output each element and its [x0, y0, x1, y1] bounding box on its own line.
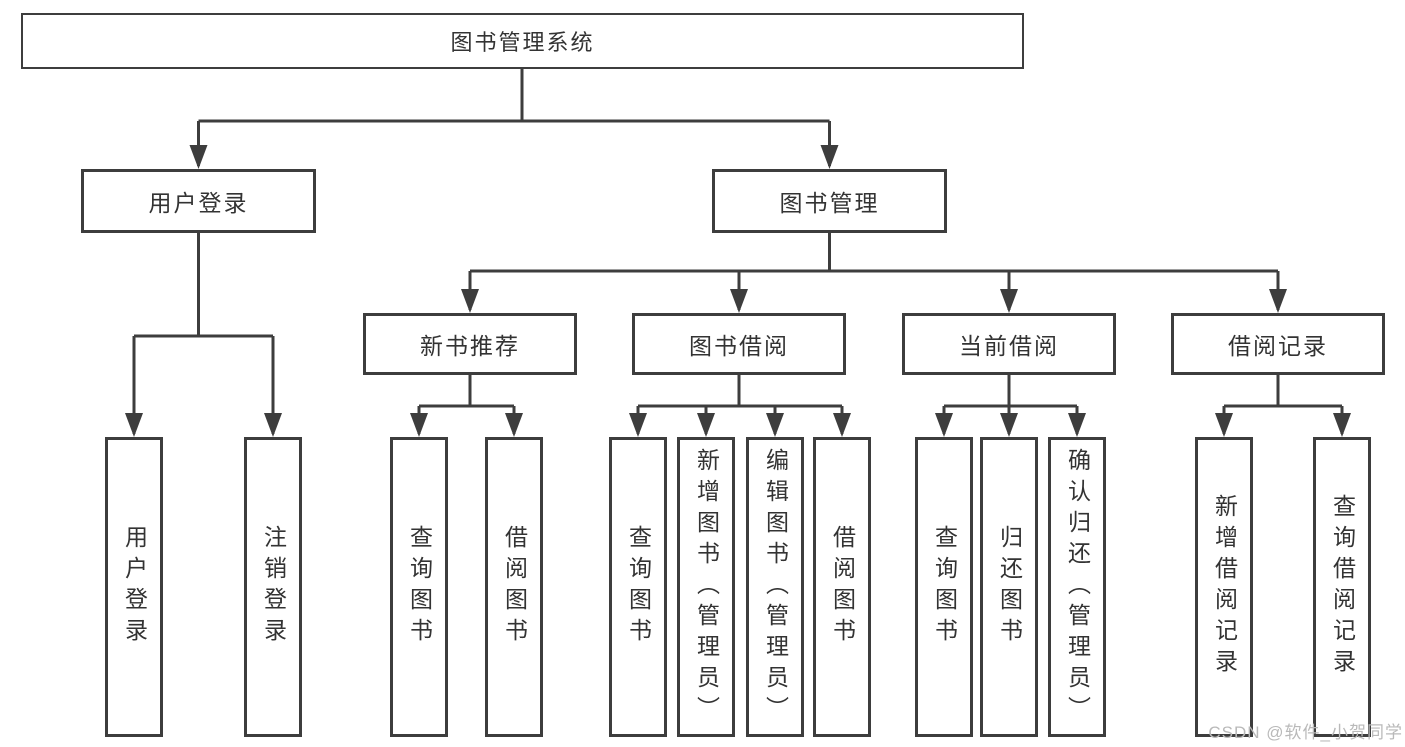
- node-label: 归还图书: [996, 525, 1023, 649]
- arrow-icon: [189, 145, 208, 169]
- node-label: 新书推荐: [420, 333, 520, 359]
- node-label: 图书管理: [779, 190, 880, 216]
- arrow-icon: [1333, 413, 1351, 437]
- node-label: 确认归还（管理员）: [1064, 447, 1091, 727]
- leaf-user-login: 用户登录: [105, 437, 163, 737]
- arrow-icon: [820, 145, 839, 169]
- node-label: 查询图书: [625, 525, 652, 649]
- node-user-login: 用户登录: [81, 169, 316, 233]
- arrow-icon: [833, 413, 851, 437]
- csdn-watermark: CSDN @软件_小贺同学: [1208, 723, 1403, 742]
- node-label: 用户登录: [148, 190, 249, 216]
- node-label: 用户登录: [121, 525, 148, 649]
- node-label: 新增图书（管理员）: [693, 447, 720, 727]
- leaf-logout: 注销登录: [244, 437, 302, 737]
- node-new-book-recommend: 新书推荐: [363, 313, 577, 375]
- arrowheads: [125, 145, 1351, 437]
- node-label: 借阅图书: [829, 525, 856, 649]
- arrow-icon: [505, 413, 523, 437]
- arrow-icon: [125, 413, 143, 437]
- node-label: 借阅记录: [1228, 333, 1328, 359]
- leaf-borrow-books: 借阅图书: [813, 437, 871, 737]
- node-label: 注销登录: [260, 525, 287, 649]
- node-label: 查询图书: [406, 525, 433, 649]
- node-label: 图书管理系统: [450, 30, 595, 55]
- leaf-add-books-admin: 新增图书（管理员）: [677, 437, 735, 737]
- leaf-query-books-borrowing: 查询图书: [609, 437, 667, 737]
- arrow-icon: [1269, 289, 1287, 313]
- leaf-confirm-return-admin: 确认归还（管理员）: [1048, 437, 1106, 737]
- arrow-icon: [1068, 413, 1086, 437]
- arrow-icon: [730, 289, 748, 313]
- arrow-icon: [1000, 413, 1018, 437]
- leaf-borrow-books-recommend: 借阅图书: [485, 437, 543, 737]
- leaf-query-books-recommend: 查询图书: [390, 437, 448, 737]
- leaf-return-books: 归还图书: [980, 437, 1038, 737]
- node-borrowing-records: 借阅记录: [1171, 313, 1385, 375]
- leaf-query-books-current: 查询图书: [915, 437, 973, 737]
- node-label: 借阅图书: [501, 525, 528, 649]
- node-label: 当前借阅: [959, 333, 1059, 359]
- node-label: 图书借阅: [689, 333, 789, 359]
- leaf-edit-books-admin: 编辑图书（管理员）: [746, 437, 804, 737]
- node-label: 新增借阅记录: [1211, 494, 1238, 680]
- arrow-icon: [1215, 413, 1233, 437]
- node-label: 编辑图书（管理员）: [762, 447, 789, 727]
- node-current-borrowing: 当前借阅: [902, 313, 1116, 375]
- node-book-management: 图书管理: [712, 169, 947, 233]
- arrow-icon: [1000, 289, 1018, 313]
- arrow-icon: [461, 289, 479, 313]
- arrow-icon: [264, 413, 282, 437]
- node-book-management-system: 图书管理系统: [21, 13, 1024, 69]
- node-label: 查询借阅记录: [1329, 494, 1356, 680]
- leaf-add-borrow-record: 新增借阅记录: [1195, 437, 1253, 737]
- arrow-icon: [766, 413, 784, 437]
- arrow-icon: [935, 413, 953, 437]
- arrow-icon: [410, 413, 428, 437]
- leaf-query-borrow-record: 查询借阅记录: [1313, 437, 1371, 737]
- arrow-icon: [629, 413, 647, 437]
- node-label: 查询图书: [931, 525, 958, 649]
- arrow-icon: [697, 413, 715, 437]
- node-book-borrowing: 图书借阅: [632, 313, 846, 375]
